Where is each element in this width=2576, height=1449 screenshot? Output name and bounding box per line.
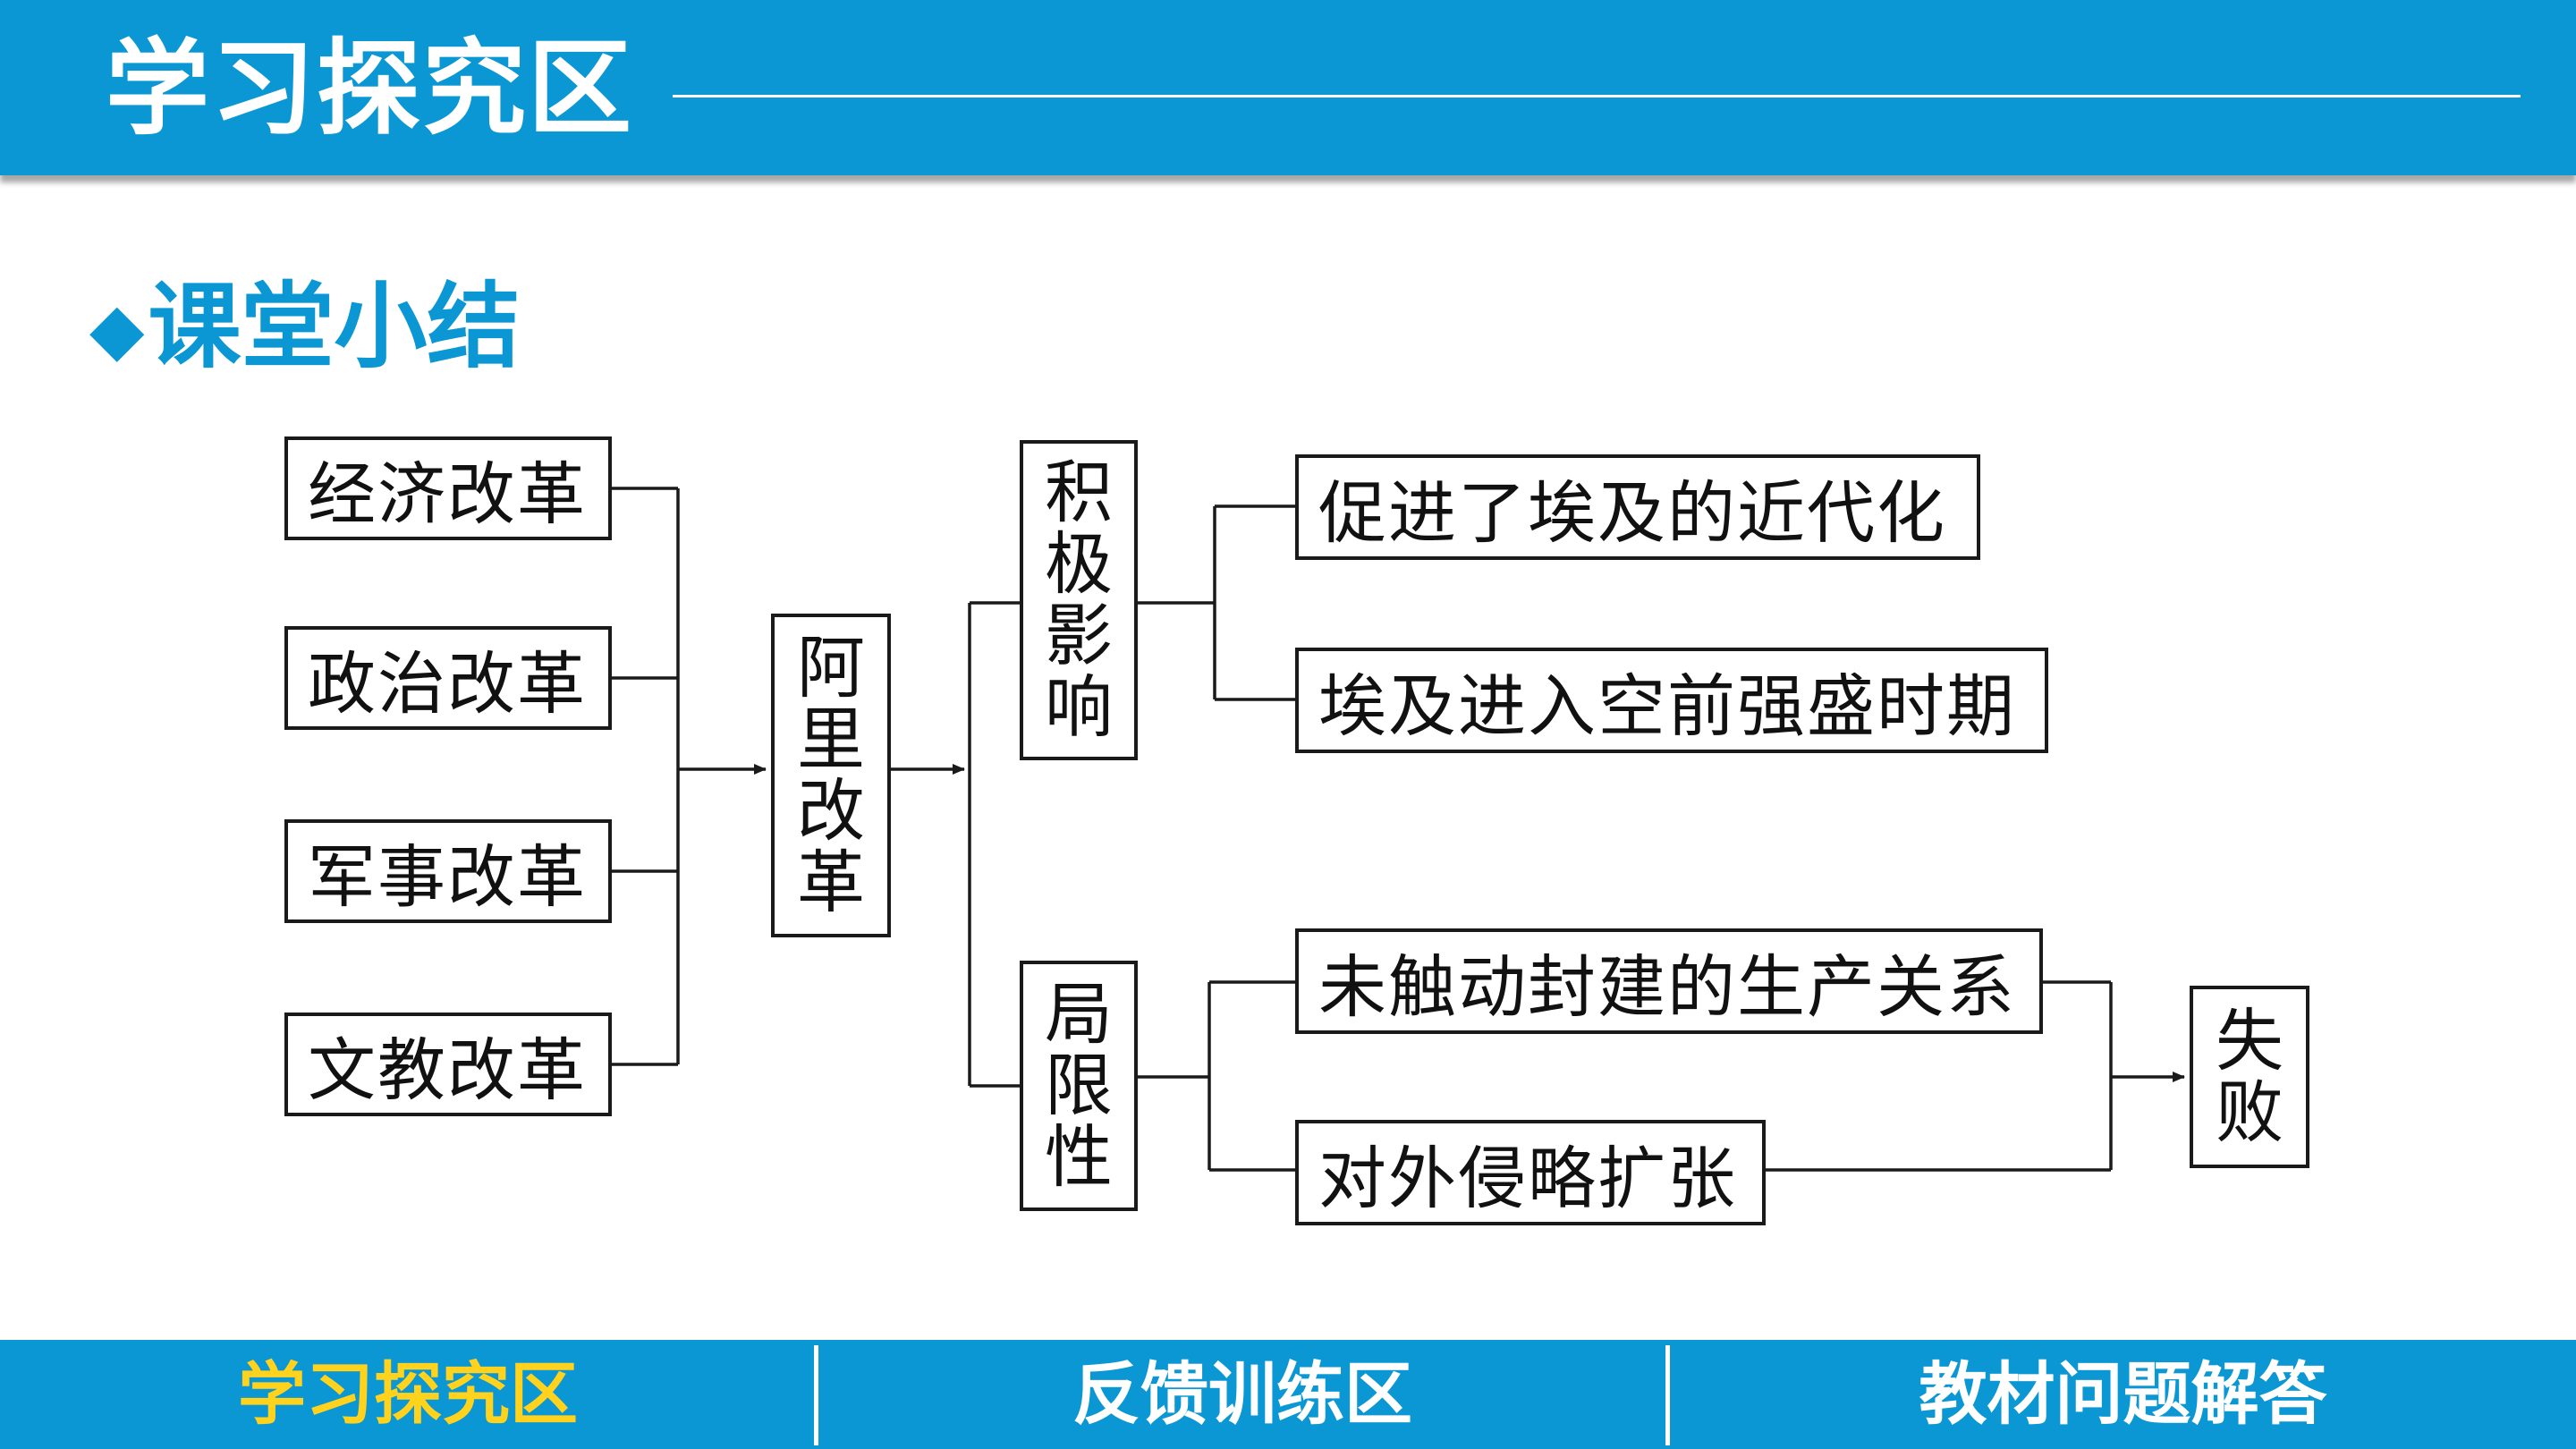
nav-study-explore[interactable]: 学习探究区 (238, 1354, 578, 1434)
limitation-char: 局 (1045, 974, 1113, 1054)
positive-impact-char: 极 (1045, 524, 1113, 604)
positive-impact-char: 响 (1045, 667, 1113, 747)
failure-char: 失 (2216, 1001, 2284, 1080)
ali-reform-char: 阿 (797, 628, 865, 708)
nav-textbook-answers[interactable]: 教材问题解答 (1919, 1354, 2327, 1434)
summary-diagram: 经济改革 政治改革 军事改革 文教改革 阿 里 改 革 积 极 影 响 局 限 … (284, 436, 2309, 1225)
diagram-connectors (612, 487, 2185, 1172)
nav-feedback-training[interactable]: 反馈训练区 (1072, 1354, 1412, 1434)
positive-impact-char: 积 (1045, 453, 1113, 532)
header-divider (673, 95, 2521, 97)
reform-culture-education-box: 文教改革 (284, 1013, 612, 1116)
failure-box: 失 败 (2190, 986, 2309, 1168)
diamond-bullet-icon: ◆ (89, 287, 145, 370)
ali-reform-box: 阿 里 改 革 (771, 614, 891, 937)
section-title-text: 课堂小结 (148, 272, 521, 381)
positive-impact-box: 积 极 影 响 (1020, 440, 1138, 760)
limitation-char: 性 (1045, 1117, 1113, 1197)
bottom-nav: 学习探究区 反馈训练区 教材问题解答 (0, 1340, 2576, 1449)
failure-char: 败 (2216, 1072, 2284, 1152)
ali-reform-char: 改 (797, 771, 865, 851)
effect-prosperity-box: 埃及进入空前强盛时期 (1295, 648, 2048, 753)
ali-reform-char: 里 (797, 699, 865, 779)
header-bar: 学习探究区 (0, 0, 2576, 175)
limitation-feudal-box: 未触动封建的生产关系 (1295, 928, 2043, 1034)
limitation-box: 局 限 性 (1020, 961, 1138, 1211)
reform-political-box: 政治改革 (284, 626, 612, 730)
positive-impact-char: 影 (1045, 596, 1113, 675)
ali-reform-char: 革 (797, 843, 865, 922)
nav-divider (814, 1345, 818, 1445)
limitation-expansion-box: 对外侵略扩张 (1295, 1120, 1766, 1225)
effect-modernization-box: 促进了埃及的近代化 (1295, 454, 1980, 560)
nav-divider (1665, 1345, 1670, 1445)
section-title: ◆课堂小结 (89, 268, 521, 385)
page-title: 学习探究区 (106, 29, 633, 149)
reform-military-box: 军事改革 (284, 819, 612, 923)
reform-economic-box: 经济改革 (284, 436, 612, 540)
limitation-char: 限 (1045, 1046, 1113, 1125)
